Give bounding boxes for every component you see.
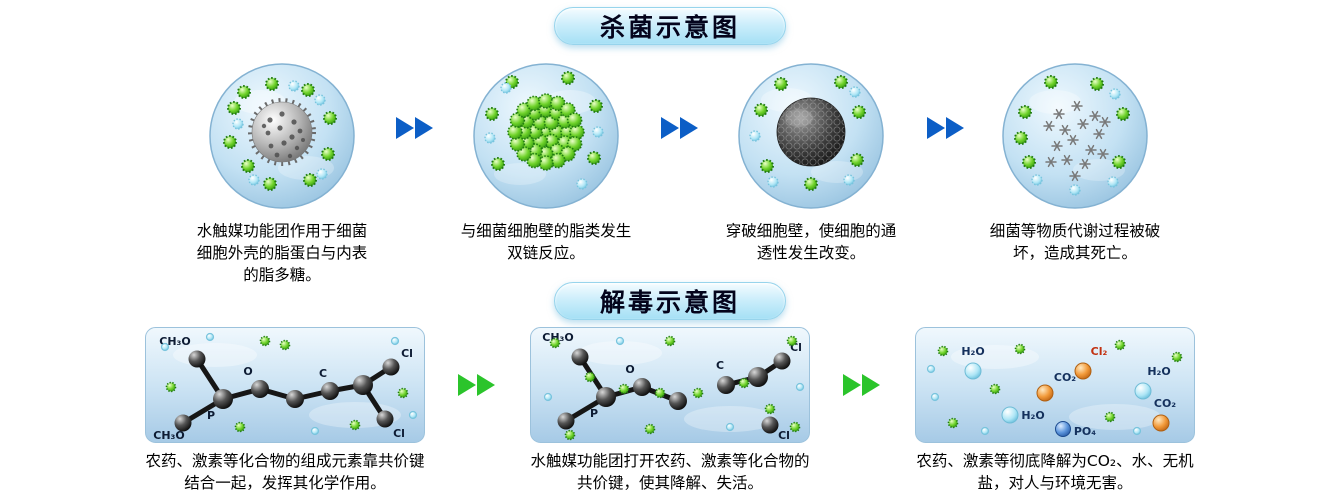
co2-sphere (1152, 414, 1170, 432)
svg-text:C: C (716, 359, 724, 372)
panel-background (915, 327, 1195, 443)
svg-text:CH₃O: CH₃O (542, 331, 573, 344)
sterilization-title-text: 杀菌示意图 (599, 13, 740, 42)
product-molecules (964, 362, 1170, 437)
bacterium-spiky-sphere (248, 98, 316, 166)
panel-background (145, 327, 425, 443)
double-arrow-icon (843, 374, 880, 396)
double-arrow-icon (927, 117, 964, 139)
detox-panel-3: H₂O H₂O H₂O Cl₂ CO₂ CO₂ PO₄ (915, 327, 1195, 443)
stage-1-illustration (209, 63, 355, 209)
svg-text:PO₄: PO₄ (1074, 425, 1096, 438)
stage-3-caption: 穿破细胞壁，使细胞的通透性发生改变。 (725, 222, 897, 262)
molecule-atoms (557, 348, 791, 434)
panel-2-caption: 水触媒功能团打开农药、激素等化合物的共价键，使其降解、失活。 (530, 452, 810, 493)
panel-1-illustration: CH₃O CH₃O O P C Cl Cl (145, 327, 425, 443)
panel-2-illustration: CH₃O O P C Cl Cl (530, 327, 810, 443)
detox-title-text: 解毒示意图 (599, 288, 740, 317)
svg-text:P: P (590, 407, 598, 420)
svg-text:O: O (243, 365, 252, 378)
svg-text:Cl: Cl (778, 429, 790, 442)
stage-3-illustration (738, 63, 884, 209)
svg-text:P: P (207, 409, 215, 422)
atom-labels: CH₃O O P C Cl Cl (542, 331, 802, 442)
double-arrow-icon (458, 374, 495, 396)
stage-4-caption: 细菌等物质代谢过程被破坏，造成其死亡。 (989, 222, 1161, 262)
cl2-sphere (1074, 362, 1092, 380)
stage-4-illustration (1002, 63, 1148, 209)
svg-text:H₂O: H₂O (1021, 409, 1044, 422)
svg-text:CH₃O: CH₃O (153, 429, 184, 442)
svg-text:CO₂: CO₂ (1154, 397, 1176, 410)
svg-text:H₂O: H₂O (961, 345, 984, 358)
panel-3-caption: 农药、激素等彻底降解为CO₂、水、无机盐，对人与环境无害。 (916, 452, 1194, 493)
h2o-sphere (964, 362, 982, 380)
svg-text:O: O (625, 363, 634, 376)
detox-panel-1: CH₃O CH₃O O P C Cl Cl (145, 327, 425, 443)
product-labels: H₂O H₂O H₂O Cl₂ CO₂ CO₂ PO₄ (961, 345, 1176, 438)
sterilization-stage-2: 与细菌细胞壁的脂类发生双链反应。 (426, 62, 666, 264)
svg-text:H₂O: H₂O (1147, 365, 1170, 378)
stage-2-caption: 与细菌细胞壁的脂类发生双链反应。 (460, 222, 632, 262)
h2o-sphere (1134, 382, 1152, 400)
svg-text:Cl: Cl (790, 341, 802, 354)
panel-background (530, 327, 810, 443)
svg-text:Cl₂: Cl₂ (1091, 345, 1108, 358)
svg-text:CO₂: CO₂ (1054, 371, 1076, 384)
svg-text:Cl: Cl (401, 347, 413, 360)
panel-1-caption: 农药、激素等化合物的组成元素靠共价键结合一起，发挥其化学作用。 (145, 452, 425, 493)
sterilization-stage-1: 水触媒功能团作用于细菌细胞外壳的脂蛋白与内表的脂多糖。 (162, 62, 402, 286)
detox-title: 解毒示意图 (554, 282, 786, 320)
atom-labels: CH₃O CH₃O O P C Cl Cl (153, 335, 413, 442)
stage-2-illustration (473, 63, 619, 209)
sterilization-title: 杀菌示意图 (554, 7, 786, 45)
ruptured-dark-cell (776, 97, 846, 167)
detox-panel-2: CH₃O O P C Cl Cl (530, 327, 810, 443)
bacterium-covered-by-particles (507, 93, 585, 171)
sterilization-stage-3: 穿破细胞壁，使细胞的通透性发生改变。 (691, 62, 931, 264)
svg-text:Cl: Cl (393, 427, 405, 440)
double-arrow-icon (396, 117, 433, 139)
molecule-atoms (174, 350, 400, 432)
co2-sphere (1036, 384, 1054, 402)
svg-text:C: C (319, 367, 327, 380)
double-arrow-icon (661, 117, 698, 139)
sterilization-stage-4: 细菌等物质代谢过程被破坏，造成其死亡。 (955, 62, 1195, 264)
stage-1-caption: 水触媒功能团作用于细菌细胞外壳的脂蛋白与内表的脂多糖。 (196, 222, 368, 284)
h2o-sphere (1001, 406, 1019, 424)
po4-sphere (1055, 421, 1071, 437)
panel-3-illustration: H₂O H₂O H₂O Cl₂ CO₂ CO₂ PO₄ (915, 327, 1195, 443)
